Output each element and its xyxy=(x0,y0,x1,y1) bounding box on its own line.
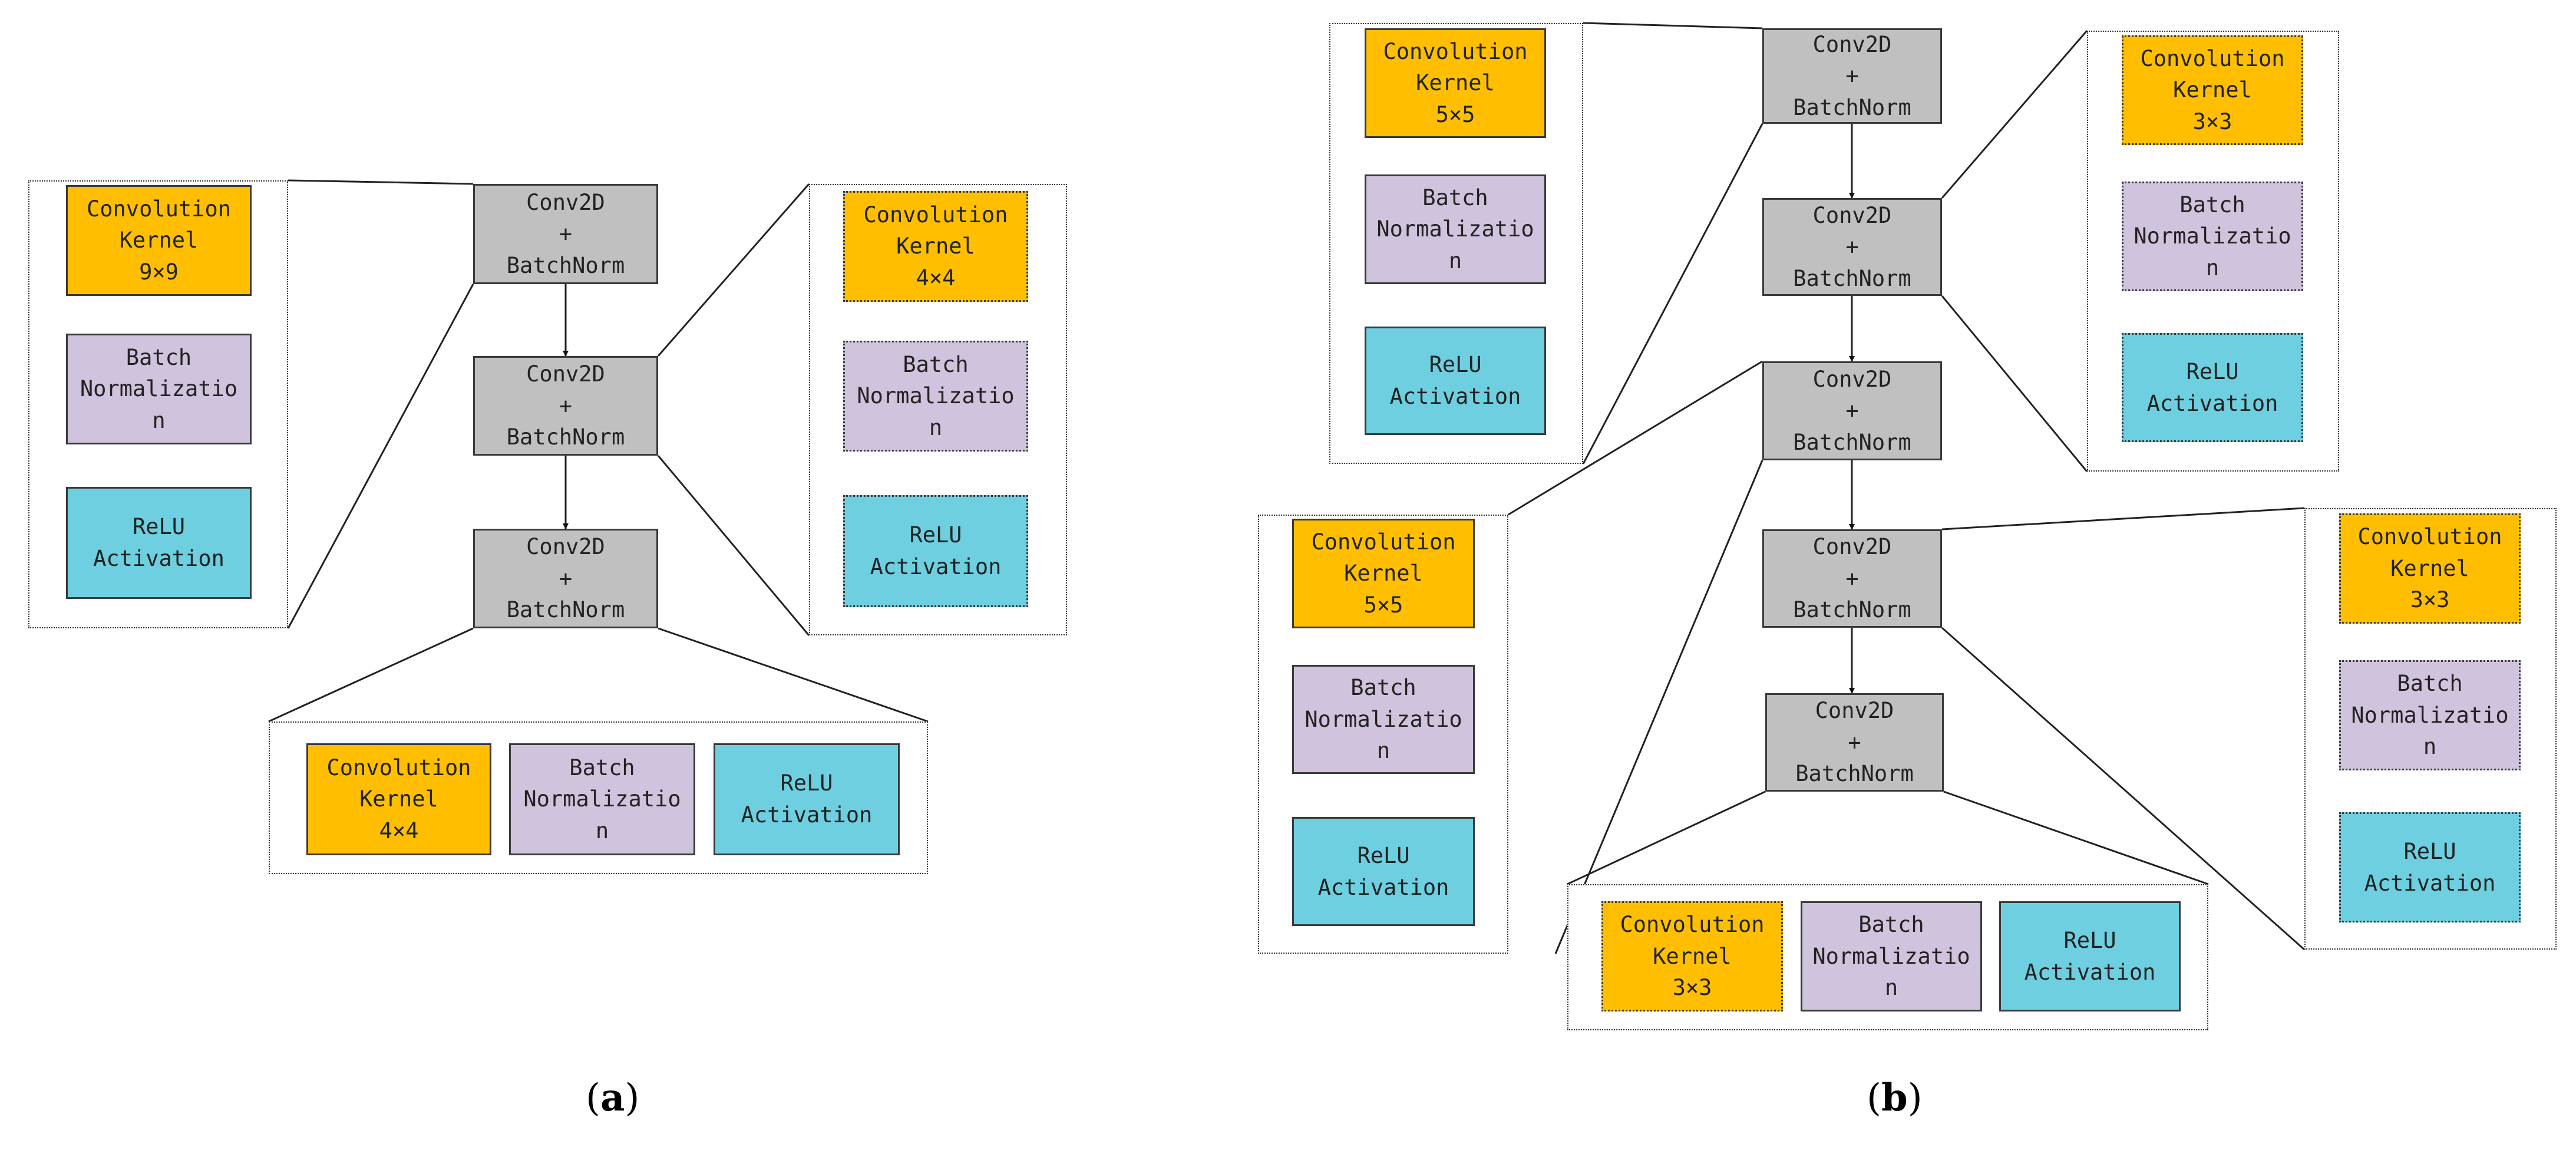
callout-b-ml-bottom xyxy=(1554,460,1763,954)
relu-box: ReLU Activation xyxy=(1292,817,1475,926)
panel-label-b-open: ( xyxy=(1867,1076,1881,1120)
callout-a-left-bottom xyxy=(287,284,474,629)
callout-b-tr-bottom xyxy=(1941,295,2088,472)
panel-label-b: (b) xyxy=(1867,1076,1923,1120)
callout-b-tl-top xyxy=(1583,22,1763,29)
batchnorm-box: Batch Normalizatio n xyxy=(66,334,252,444)
callout-b-mr-top xyxy=(1941,507,2305,530)
batchnorm-box: Batch Normalizatio n xyxy=(2122,182,2303,291)
callout-b-bottom-left xyxy=(1567,790,1766,885)
batchnorm-box: Batch Normalizatio n xyxy=(509,743,695,855)
callout-a-bottom-right xyxy=(658,627,929,723)
relu-box: ReLU Activation xyxy=(66,487,252,599)
kernel-box-5x5: Convolution Kernel 5×5 xyxy=(1292,519,1475,628)
callout-b-ml-top xyxy=(1508,360,1763,516)
batchnorm-box: Batch Normalizatio n xyxy=(1801,901,1982,1011)
panel-label-a-letter: a xyxy=(600,1076,625,1120)
relu-box: ReLU Activation xyxy=(2122,333,2303,442)
conv2d-block-b-2: Conv2D + BatchNorm xyxy=(1762,198,1942,296)
kernel-box-3x3: Convolution Kernel 3×3 xyxy=(1601,901,1783,1011)
kernel-box-9x9: Convolution Kernel 9×9 xyxy=(66,185,252,296)
kernel-box-3x3: Convolution Kernel 3×3 xyxy=(2339,513,2521,624)
callout-b-mr-bottom xyxy=(1941,627,2305,951)
relu-box: ReLU Activation xyxy=(1365,327,1546,435)
kernel-box-4x4: Convolution Kernel 4×4 xyxy=(306,743,491,855)
panel-label-b-letter: b xyxy=(1881,1076,1908,1120)
kernel-box-4x4: Convolution Kernel 4×4 xyxy=(843,191,1028,302)
relu-box: ReLU Activation xyxy=(1999,901,2181,1011)
conv2d-block-a-1: Conv2D + BatchNorm xyxy=(473,184,658,284)
callout-a-left-top xyxy=(288,179,474,185)
conv2d-block-b-1: Conv2D + BatchNorm xyxy=(1762,28,1942,124)
batchnorm-box: Batch Normalizatio n xyxy=(2339,660,2521,770)
panel-label-a-close: ) xyxy=(625,1076,640,1120)
callout-a-right-top xyxy=(657,183,810,357)
relu-box: ReLU Activation xyxy=(714,743,900,855)
batchnorm-box: Batch Normalizatio n xyxy=(843,341,1028,452)
conv2d-block-a-2: Conv2D + BatchNorm xyxy=(473,356,658,456)
panel-label-a-open: ( xyxy=(586,1076,600,1120)
batchnorm-box: Batch Normalizatio n xyxy=(1292,665,1475,774)
relu-box: ReLU Activation xyxy=(2339,812,2521,922)
conv2d-block-a-3: Conv2D + BatchNorm xyxy=(473,529,658,628)
conv2d-block-b-4: Conv2D + BatchNorm xyxy=(1762,529,1942,628)
callout-b-tl-bottom xyxy=(1582,123,1763,464)
panel-label-b-close: ) xyxy=(1907,1076,1923,1120)
panel-label-a: (a) xyxy=(586,1076,639,1120)
relu-box: ReLU Activation xyxy=(843,495,1028,607)
kernel-box-3x3: Convolution Kernel 3×3 xyxy=(2122,35,2303,145)
conv2d-block-b-3: Conv2D + BatchNorm xyxy=(1762,361,1942,460)
callout-a-bottom-left xyxy=(268,627,474,723)
callout-a-right-bottom xyxy=(657,455,810,636)
kernel-box-5x5: Convolution Kernel 5×5 xyxy=(1365,28,1546,138)
callout-b-tr-top xyxy=(1941,30,2088,199)
callout-b-bottom-right xyxy=(1943,790,2209,885)
batchnorm-box: Batch Normalizatio n xyxy=(1365,174,1546,284)
conv2d-block-b-5: Conv2D + BatchNorm xyxy=(1765,693,1944,792)
